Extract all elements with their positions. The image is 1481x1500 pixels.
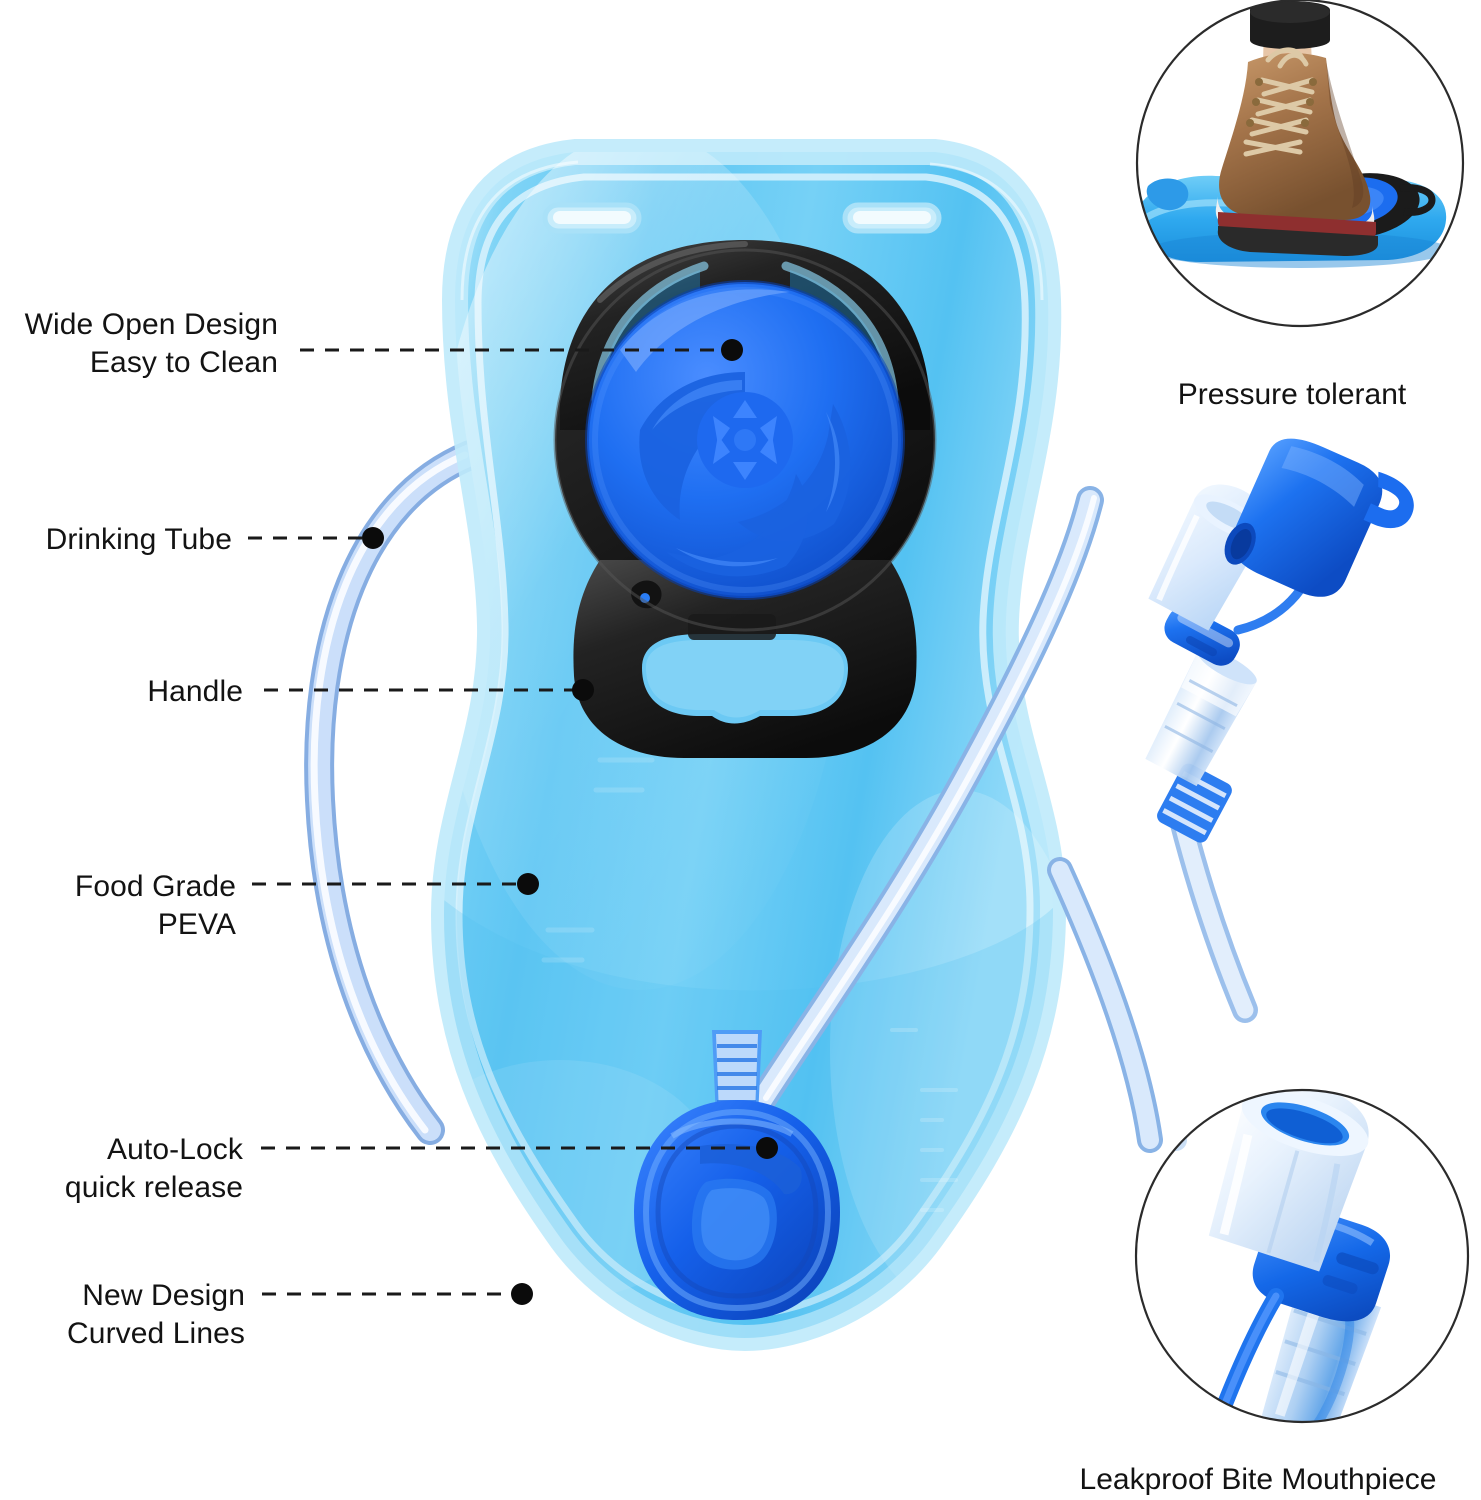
drinking-tube-left-loop: [304, 440, 485, 1145]
bite-mouthpiece-tip: [1148, 484, 1267, 631]
leader-food-grade-peva: [252, 873, 539, 895]
valve-ribbed-connector: [712, 1030, 762, 1118]
wide-open-screw-cap: [585, 280, 905, 600]
callout-label-handle: Handle: [147, 675, 243, 708]
leader-dot: [362, 527, 384, 549]
inset-caption-pressure-tolerant: Pressure tolerant: [1177, 378, 1407, 411]
inset-circle-outline: [1135, 0, 1465, 328]
cap-rotation-arrow-icons: [713, 400, 777, 480]
dust-cap: [1224, 438, 1414, 597]
drinking-tube-right: [748, 486, 1163, 1153]
leader-dot: [756, 1137, 778, 1159]
leader-auto-lock-quick-release: [261, 1137, 778, 1159]
inset-caption-leakproof-bite-mouthpiece: Leakproof Bite Mouthpiece: [1079, 1463, 1437, 1496]
cap-pinwheel-recess: [639, 372, 851, 577]
leader-wide-open-design: [300, 339, 743, 361]
leader-drinking-tube: [248, 527, 384, 549]
leader-handle: [264, 679, 594, 701]
cap-latch-detail: [631, 580, 662, 609]
auto-lock-quick-release: [634, 1030, 840, 1320]
hang-slot-left: [542, 202, 642, 234]
leader-dot: [572, 679, 594, 701]
leader-dot: [517, 873, 539, 895]
valve-body: [1145, 648, 1257, 787]
cap-ring-and-handle: [553, 240, 937, 758]
leader-dot: [511, 1283, 533, 1305]
bladder-body: [430, 139, 1067, 1352]
leader-new-design-curved-lines: [262, 1283, 533, 1305]
valve-detail-tube: [1169, 807, 1258, 1023]
cap-pinwheel-highlight: [652, 380, 840, 567]
inset-cap-assembly: [1296, 173, 1436, 239]
callout-label-drinking-tube: Drinking Tube: [45, 523, 232, 556]
hang-slot-right: [842, 202, 942, 234]
inset-circle-outline: [1134, 1088, 1470, 1424]
valve-ribbed-collar: [1157, 763, 1232, 843]
leader-dot: [721, 339, 743, 361]
valve-tether-collar: [1164, 606, 1240, 666]
